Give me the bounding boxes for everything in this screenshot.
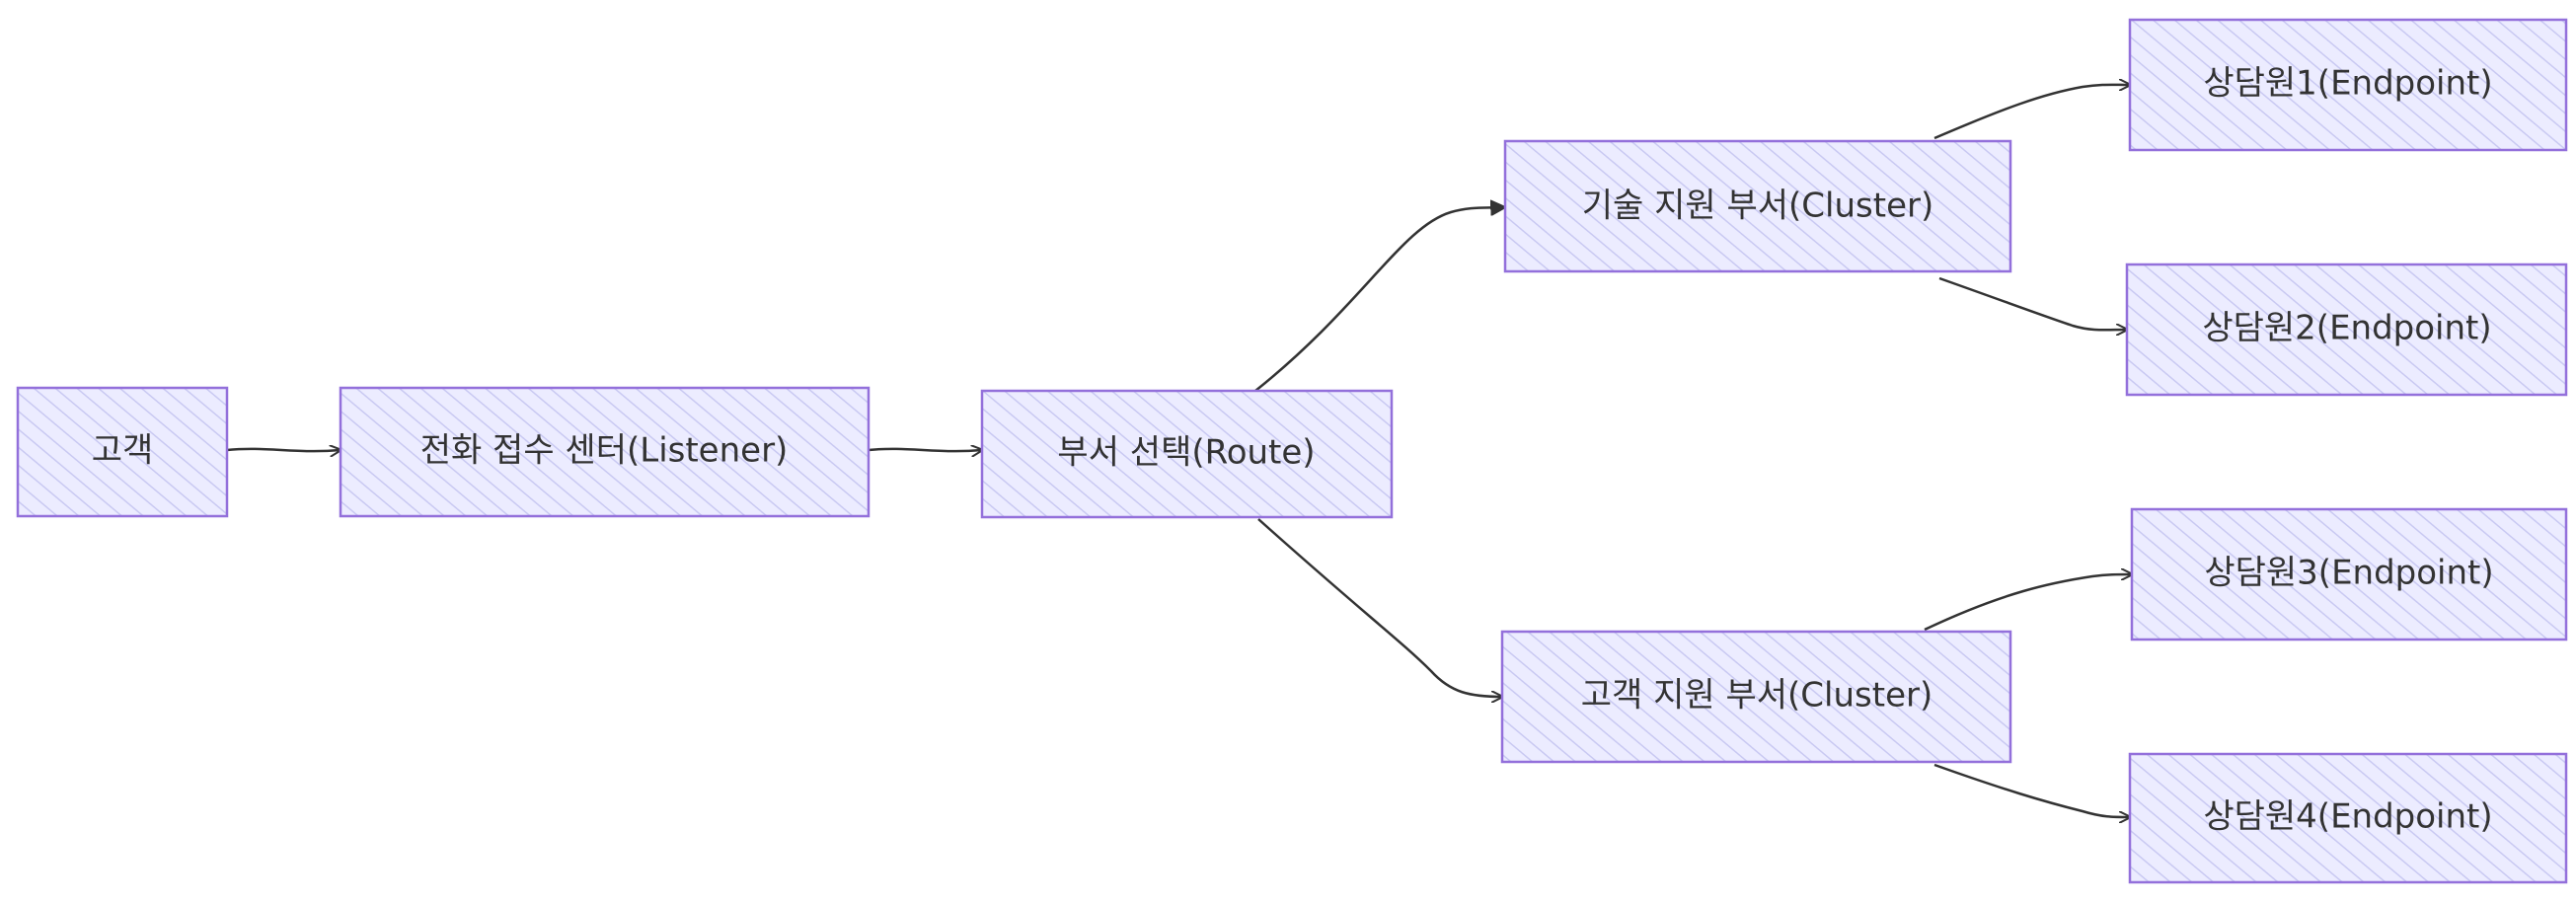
node-endpoint2: 상담원2(Endpoint)	[2125, 263, 2568, 397]
node-listener-label: 전화 접수 센터(Listener)	[420, 431, 789, 471]
node-customer-box	[16, 386, 229, 518]
node-endpoint2-box	[2125, 263, 2568, 397]
node-cluster-tech-label: 기술 지원 부서(Cluster)	[1582, 187, 1934, 226]
edge-customer-listener	[226, 449, 341, 451]
edges	[226, 85, 2132, 817]
node-endpoint3-box	[2130, 507, 2568, 641]
node-cluster-tech: 기술 지원 부서(Cluster)	[1503, 139, 2012, 273]
node-endpoint1-box	[2128, 18, 2568, 152]
node-endpoint4-box	[2128, 752, 2568, 884]
node-cluster-customer: 고객 지원 부서(Cluster)	[1500, 630, 2012, 764]
node-cluster-customer-label: 고객 지원 부서(Cluster)	[1581, 676, 1933, 716]
node-endpoint2-label: 상담원2(Endpoint)	[2202, 309, 2491, 348]
node-endpoint3-label: 상담원3(Endpoint)	[2204, 554, 2493, 593]
node-route: 부서 선택(Route)	[980, 389, 1394, 519]
node-route-box	[980, 389, 1394, 519]
node-listener-box	[339, 386, 871, 518]
edge-listener-route	[868, 449, 982, 451]
edge-cluster-tech-endpoint2	[1938, 276, 2127, 330]
node-route-label: 부서 선택(Route)	[1057, 433, 1315, 473]
edge-cluster-tech-endpoint1	[1933, 85, 2130, 140]
node-listener: 전화 접수 센터(Listener)	[339, 386, 871, 518]
edge-route-cluster-customer	[1257, 518, 1502, 697]
edge-cluster-customer-endpoint3	[1924, 574, 2132, 632]
edge-route-cluster-tech	[1254, 207, 1505, 392]
node-endpoint4: 상담원4(Endpoint)	[2128, 752, 2568, 884]
node-cluster-tech-box	[1503, 139, 2012, 273]
node-endpoint3: 상담원3(Endpoint)	[2130, 507, 2568, 641]
node-customer-label: 고객	[92, 431, 154, 471]
node-endpoint1: 상담원1(Endpoint)	[2128, 18, 2568, 152]
node-endpoint4-label: 상담원4(Endpoint)	[2203, 797, 2492, 837]
edge-cluster-customer-endpoint4	[1933, 763, 2130, 817]
node-endpoint1-label: 상담원1(Endpoint)	[2203, 64, 2492, 104]
node-cluster-customer-box	[1500, 630, 2012, 764]
node-customer: 고객	[16, 386, 229, 518]
